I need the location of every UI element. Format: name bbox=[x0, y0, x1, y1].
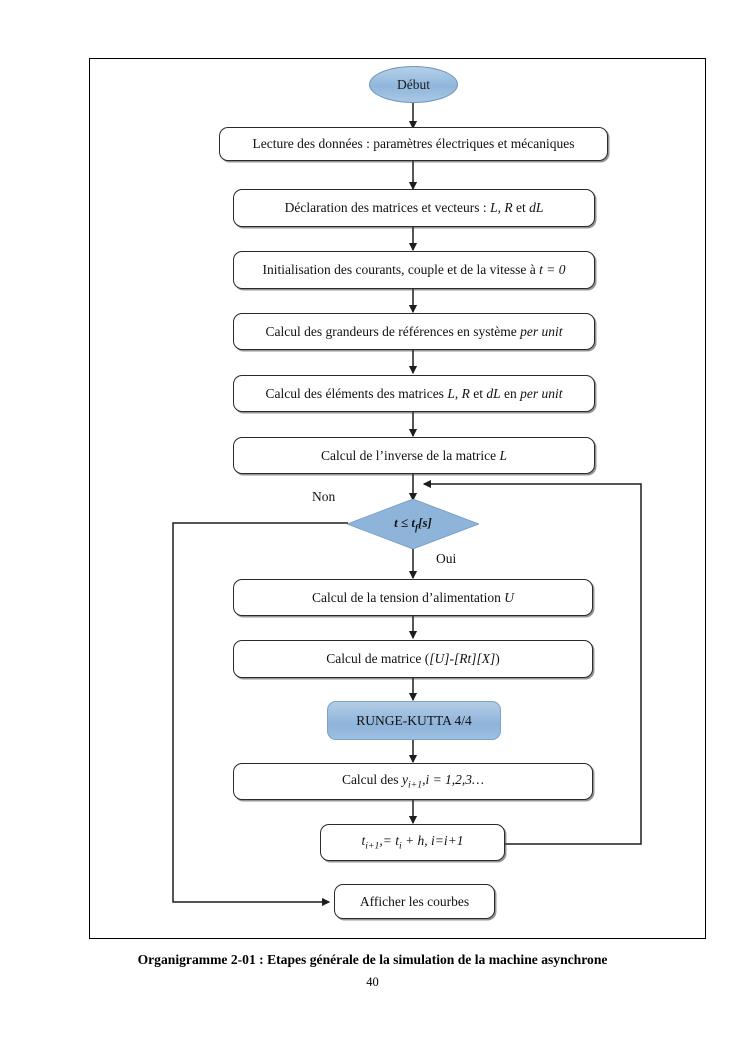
node-supply-voltage[interactable]: Calcul de la tension d’alimentation U bbox=[233, 579, 593, 616]
node-decision-shape[interactable] bbox=[347, 499, 479, 549]
node-plot-curves-label: Afficher les courbes bbox=[359, 893, 470, 909]
node-plot-curves[interactable]: Afficher les courbes bbox=[334, 884, 495, 919]
node-time-step-label: ti+1,= ti + h, i=i+1 bbox=[361, 833, 464, 852]
node-start[interactable]: Début bbox=[369, 66, 458, 103]
page-number: 40 bbox=[366, 975, 379, 989]
node-initialisation-label: Initialisation des courants, couple et d… bbox=[262, 262, 566, 278]
node-inverse-matrix-label: Calcul de l’inverse de la matrice L bbox=[321, 447, 507, 463]
node-matrix-calc-label: Calcul de matrice ([U]-[Rt][X]) bbox=[326, 651, 500, 667]
node-reference-values-label: Calcul des grandeurs de références en sy… bbox=[265, 323, 563, 339]
node-read-data[interactable]: Lecture des données : paramètres électri… bbox=[219, 127, 608, 161]
node-y-calc-label: Calcul des yi+1,i = 1,2,3… bbox=[341, 772, 485, 791]
node-declare-matrices-label: Déclaration des matrices et vecteurs : L… bbox=[284, 200, 544, 216]
node-declare-matrices[interactable]: Déclaration des matrices et vecteurs : L… bbox=[233, 189, 595, 227]
node-runge-kutta-label: RUNGE-KUTTA 4/4 bbox=[356, 712, 472, 728]
node-y-calc[interactable]: Calcul des yi+1,i = 1,2,3… bbox=[233, 763, 593, 800]
node-inverse-matrix[interactable]: Calcul de l’inverse de la matrice L bbox=[233, 437, 595, 474]
branch-label-yes: Oui bbox=[436, 551, 457, 566]
node-matrix-elements[interactable]: Calcul des éléments des matrices L, R et… bbox=[233, 375, 595, 412]
node-reference-values[interactable]: Calcul des grandeurs de références en sy… bbox=[233, 313, 595, 350]
figure-caption: Organigramme 2-01 : Etapes générale de l… bbox=[137, 952, 608, 967]
node-read-data-label: Lecture des données : paramètres électri… bbox=[252, 136, 575, 152]
node-matrix-elements-label: Calcul des éléments des matrices L, R et… bbox=[265, 385, 563, 401]
branch-label-no: Non bbox=[312, 489, 336, 504]
node-matrix-calc[interactable]: Calcul de matrice ([U]-[Rt][X]) bbox=[233, 640, 593, 678]
node-initialisation[interactable]: Initialisation des courants, couple et d… bbox=[233, 251, 595, 289]
node-decision-label: t ≤ tf[s] bbox=[394, 514, 432, 534]
node-runge-kutta[interactable]: RUNGE-KUTTA 4/4 bbox=[327, 701, 501, 740]
node-supply-voltage-label: Calcul de la tension d’alimentation U bbox=[311, 589, 515, 605]
node-start-label: Début bbox=[397, 76, 430, 92]
node-time-step[interactable]: ti+1,= ti + h, i=i+1 bbox=[320, 824, 505, 861]
